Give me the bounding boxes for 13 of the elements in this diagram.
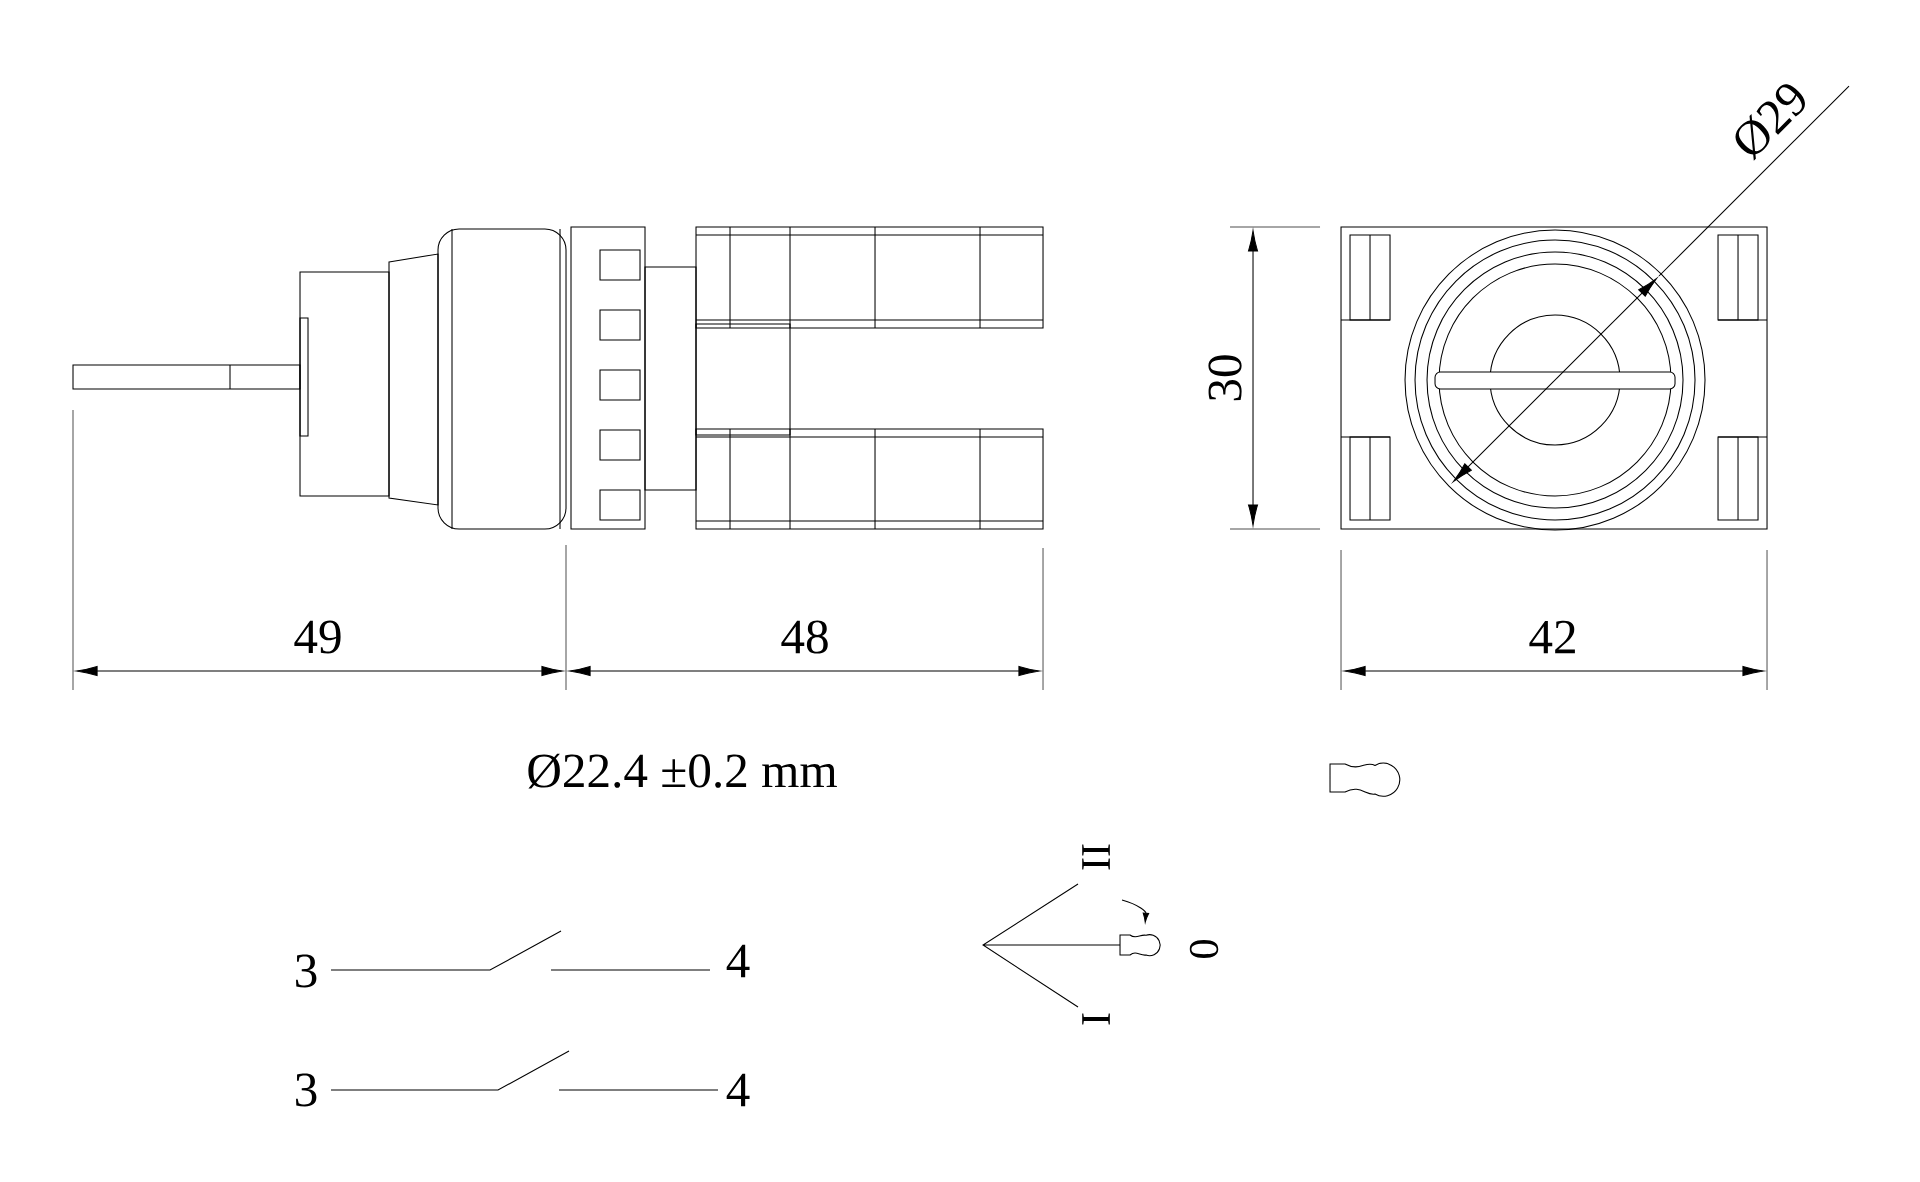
dimension-label: 48 (781, 620, 828, 654)
terminal-label: 3 (296, 954, 317, 988)
dimension-label: 49 (294, 620, 341, 654)
terminal-label: 4 (726, 944, 750, 978)
position-label: 0 (1189, 940, 1219, 958)
position-label: II (1082, 844, 1110, 870)
terminal-label: 3 (296, 1073, 317, 1107)
terminal-label: 4 (726, 1073, 750, 1107)
position-label: I (1082, 1013, 1110, 1025)
note-text: Ø22.4 ±0.2 mm (528, 753, 837, 789)
dimension-label: 42 (1529, 620, 1575, 654)
dimension-label: 30 (1208, 355, 1242, 401)
dimension-label: Ø29 (1735, 84, 1805, 161)
